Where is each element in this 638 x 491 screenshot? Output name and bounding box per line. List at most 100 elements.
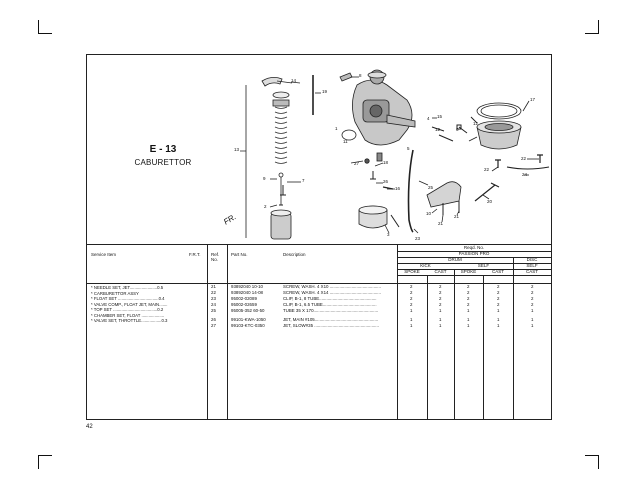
header-self-disc: SELF bbox=[526, 263, 538, 268]
description: JET, SLOW#35 ...........................… bbox=[283, 323, 379, 328]
callout-9: 9 bbox=[263, 176, 266, 181]
qty-self-cast: 2 bbox=[497, 290, 500, 295]
callout-8: 8 bbox=[359, 73, 362, 78]
description: CLIP, B-1, 6.5 TUBE.....................… bbox=[283, 302, 377, 307]
crop-mark-tl-v bbox=[38, 20, 39, 34]
callout-5: 5 bbox=[407, 146, 410, 151]
description: SCREW, WASH. 4 X10 .....................… bbox=[283, 284, 381, 289]
part-no: 99101-KWA-1050 bbox=[231, 317, 266, 322]
row-sep-3 bbox=[397, 263, 551, 264]
row-sep-2 bbox=[397, 257, 551, 258]
col-sep-6 bbox=[483, 275, 484, 419]
callout-1: 1 bbox=[335, 126, 338, 131]
header-disc: DISC bbox=[526, 257, 538, 262]
ref-no: 26 bbox=[211, 317, 216, 322]
qty-disc-cast: 2 bbox=[531, 296, 534, 301]
qty-disc-cast: 2 bbox=[531, 290, 534, 295]
header-drum: DRUM bbox=[448, 257, 462, 262]
qty-kick-cast: 2 bbox=[439, 302, 442, 307]
col-sep-5 bbox=[454, 269, 455, 419]
qty-self-cast: 2 bbox=[497, 296, 500, 301]
callout-13: 13 bbox=[234, 147, 240, 152]
callout-26: 26 bbox=[383, 179, 389, 184]
parts-catalog-sheet: E - 13 CABURETTOR FR. 14 8 19 17 15 12 1… bbox=[86, 54, 552, 420]
header-cast-kick: CAST bbox=[434, 269, 447, 274]
qty-disc-cast: 1 bbox=[531, 317, 534, 322]
callout-17: 17 bbox=[530, 97, 536, 102]
callout-19: 19 bbox=[322, 89, 328, 94]
col-sep-2 bbox=[227, 245, 228, 419]
parts-table: Service Item F.R.T. Ref. No. Part No. De… bbox=[87, 245, 551, 419]
callout-7: 7 bbox=[302, 178, 305, 183]
ref-no: 22 bbox=[211, 290, 216, 295]
table-row: 27 99103-KTC-0350 JET, SLOW#35 .........… bbox=[87, 323, 551, 329]
callout-12-b: 12 bbox=[473, 121, 479, 126]
service-item: * NEEDLE SET, JET.......................… bbox=[91, 285, 164, 290]
qty-kick-cast: 2 bbox=[439, 290, 442, 295]
header-frt: F.R.T. bbox=[189, 252, 201, 257]
col-sep-4 bbox=[427, 275, 428, 419]
description: SCREW, WASH. 4 X14 .....................… bbox=[283, 290, 381, 295]
service-item: * CARBURETTOR ASSY bbox=[91, 290, 139, 296]
header-self-drum: SELF bbox=[477, 263, 490, 268]
header-service-item: Service Item bbox=[91, 252, 117, 257]
qty-self-spoke: 1 bbox=[467, 308, 470, 313]
qty-self-cast: 2 bbox=[497, 302, 500, 307]
qty-kick-spoke: 1 bbox=[410, 308, 413, 313]
qty-self-spoke: 1 bbox=[467, 317, 470, 322]
part-no: 93892040 14-08 bbox=[231, 290, 263, 295]
part-no: 95002-02089 bbox=[231, 296, 257, 301]
ref-no: 27 bbox=[211, 323, 216, 328]
callout-3: 3 bbox=[387, 232, 390, 237]
qty-self-cast: 1 bbox=[497, 323, 500, 328]
service-item: * TOP SET ..............................… bbox=[91, 307, 164, 312]
crop-mark-bl-v bbox=[38, 455, 39, 469]
qty-disc-cast: 2 bbox=[531, 284, 534, 289]
part-no: 93892040 10-10 bbox=[231, 284, 263, 289]
qty-self-spoke: 2 bbox=[467, 290, 470, 295]
callout-24: 24 bbox=[522, 172, 528, 177]
qty-kick-cast: 1 bbox=[439, 323, 442, 328]
crop-mark-tr-h bbox=[585, 33, 599, 34]
qty-self-cast: 1 bbox=[497, 308, 500, 313]
callout-4: 4 bbox=[427, 116, 430, 121]
page-number: 42 bbox=[86, 424, 93, 430]
ref-no: 25 bbox=[211, 308, 216, 313]
header-spoke-self: SPOKE bbox=[460, 269, 477, 274]
header-model: PASSION PRO bbox=[458, 251, 490, 256]
exploded-view-figure: E - 13 CABURETTOR FR. 14 8 19 17 15 12 1… bbox=[87, 55, 551, 245]
callout-22-a: 22 bbox=[521, 156, 527, 161]
callout-10: 10 bbox=[426, 211, 432, 216]
table-row: 21 93892040 10-10 SCREW, WASH. 4 X10 ...… bbox=[87, 284, 551, 290]
callout-11: 11 bbox=[343, 139, 348, 144]
callout-27: 27 bbox=[354, 161, 360, 166]
crop-mark-bl-h bbox=[38, 455, 52, 456]
callout-6: 6 bbox=[456, 127, 459, 132]
header-reqd-no: Reqd. No. bbox=[463, 245, 485, 250]
qty-self-spoke: 2 bbox=[467, 296, 470, 301]
callout-12-a: 12 bbox=[435, 127, 441, 132]
part-no: 95005-352 60-50 bbox=[231, 308, 265, 313]
header-cast-self: CAST bbox=[491, 269, 504, 274]
crop-mark-tr-v bbox=[598, 20, 599, 34]
qty-kick-spoke: 1 bbox=[410, 317, 413, 322]
qty-self-cast: 2 bbox=[497, 284, 500, 289]
qty-self-cast: 1 bbox=[497, 317, 500, 322]
callout-2: 2 bbox=[264, 204, 267, 209]
figure-title: CABURETTOR bbox=[134, 158, 192, 167]
table-row: 24 95002-02659 CLIP, B-1, 6.5 TUBE......… bbox=[87, 302, 551, 308]
col-sep-3 bbox=[397, 245, 398, 419]
part-no: 95002-02659 bbox=[231, 302, 257, 307]
header-part-no: Part No. bbox=[231, 252, 248, 257]
table-row: 23 95002-02089 CLIP, B-1, 8 TUBE........… bbox=[87, 296, 551, 302]
row-sep-5 bbox=[397, 275, 551, 276]
row-sep-1 bbox=[397, 251, 551, 252]
header-ref-no: Ref. No. bbox=[211, 252, 220, 262]
description: JET, MAIN #105..........................… bbox=[283, 317, 379, 322]
qty-self-spoke: 2 bbox=[467, 284, 470, 289]
qty-kick-spoke: 2 bbox=[410, 302, 413, 307]
callout-14: 14 bbox=[291, 78, 297, 83]
crop-mark-br-v bbox=[598, 455, 599, 469]
qty-disc-cast: 2 bbox=[531, 302, 534, 307]
ref-no: 23 bbox=[211, 296, 216, 301]
